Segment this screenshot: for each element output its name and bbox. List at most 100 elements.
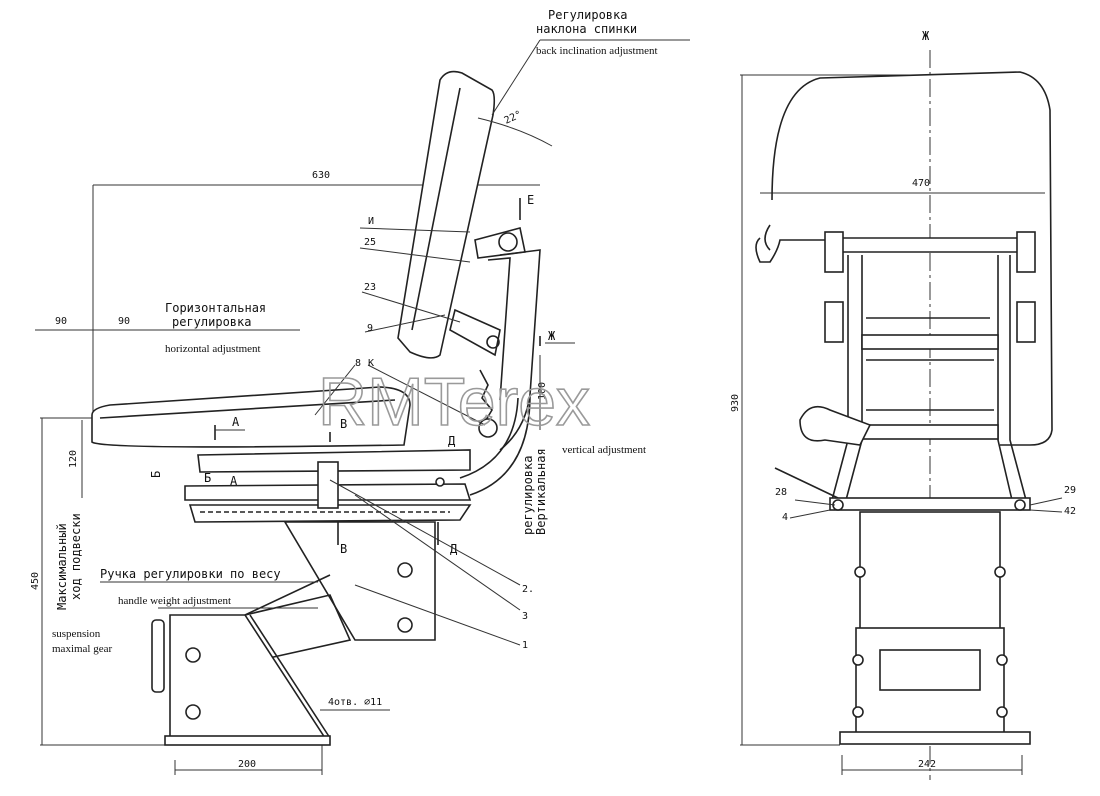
lower-frame [188,504,472,523]
leader-23 [361,291,461,323]
dim-630: 630 [312,170,330,181]
part-42: 42 [1064,506,1076,517]
front-tube-left [831,255,849,501]
suspension-housing [283,521,436,641]
side-view: 630 90 90 22° 120 100 450 200 Регулировк… [30,8,690,775]
dim-930: 930 [730,394,741,412]
leader-29 [1029,497,1063,506]
leader-9 [364,314,446,333]
front-weight-lever [774,467,839,499]
mark-A-lower: А [230,474,238,488]
front-tube-right [997,255,1013,501]
mark-Zh-front: Ж [922,29,930,43]
horiz-label-ru-2: регулировка [172,315,251,329]
part-25: 25 [364,237,376,248]
seat-pan [197,449,471,473]
bolt [435,477,445,487]
mark-D-lower: Д [450,542,458,556]
leader-1 [354,584,521,646]
weight-label-ru: Ручка регулировки по весу [100,567,281,581]
front-backrest [771,71,1053,446]
bolt [994,566,1006,578]
weight-label-en: handle weight adjustment [118,595,231,607]
rear-frame-inner [487,257,511,401]
backrest-edge [411,87,461,331]
susp-label-en-2: maximal gear [52,643,113,655]
bolt [996,654,1008,666]
susp-label-ru-2: ход подвески [69,513,83,600]
mark-E: Е [527,193,534,207]
front-lever [799,405,872,446]
part-9: 9 [367,323,373,334]
bolt [1014,499,1026,511]
recline-lever-upper [474,227,526,259]
holes-label: 4отв. ⌀11 [328,697,382,708]
front-floor-plate [839,731,1031,745]
leader-3 [354,494,521,611]
vert-label-ru-1: Вертикальная [534,448,548,535]
mark-A-upper: А [232,415,240,429]
dim-242: 242 [918,759,936,770]
pedestal-flange [249,614,331,739]
front-backrest-side [764,224,771,251]
front-lower-box [855,627,1005,735]
bolt [852,654,864,666]
slide-lever-block [317,461,339,509]
front-bracket [824,231,844,273]
dim-470: 470 [912,178,930,189]
leader-2 [329,479,521,586]
pivot-plate [449,308,501,357]
dim-90-a: 90 [55,316,67,327]
bolt [996,706,1008,718]
bolt [185,704,201,720]
leader-4 [789,509,831,519]
rear-tube-inner [459,397,519,479]
leader-42 [1029,509,1063,513]
recline-leader [491,39,541,116]
mark-B-lower: В [340,542,347,556]
part-29: 29 [1064,485,1076,496]
susp-label-ru-1: Максимальный [55,523,69,610]
part-4: 4 [782,512,788,523]
vert-label-ru-2: регулировка [521,456,535,535]
suspension-link [244,594,352,661]
part-1: 1 [522,640,528,651]
part-2: 2. [522,584,534,595]
leader-K [367,364,486,426]
dim-100: 100 [537,382,548,400]
front-bracket [824,301,844,343]
mark-V-b: Б [149,471,163,478]
dim-120: 120 [68,450,79,468]
bolt [397,562,413,578]
part-23: 23 [364,282,376,293]
susp-label-en-1: suspension [52,628,101,640]
seat-cushion [91,386,411,448]
back-label-en: back inclination adjustment [536,45,658,57]
front-side-knob [755,237,838,263]
suspension-link [244,574,331,616]
bolt [852,706,864,718]
dim-200: 200 [238,759,256,770]
mark-B-upper: В [340,417,347,431]
front-column [859,511,1001,631]
leader-28 [794,499,836,506]
part-28: 28 [775,487,787,498]
height-knob [478,418,498,438]
bolt [854,566,866,578]
leader-8 [314,364,356,416]
front-top-bar [837,237,1023,253]
horiz-label-ru-1: Горизонтальная [165,301,266,315]
seat-cushion-seam [99,399,396,419]
horiz-label-en: horizontal adjustment [165,343,261,355]
front-tube-right-inner [1009,255,1027,501]
recline-arc [477,117,553,147]
front-lower-inner [879,649,981,691]
front-bracket [1016,301,1036,343]
bolt [397,617,413,633]
front-cross-bar [861,334,999,350]
front-base-plate [829,497,1031,511]
leader-I [359,227,471,233]
dim-450: 450 [30,572,41,590]
